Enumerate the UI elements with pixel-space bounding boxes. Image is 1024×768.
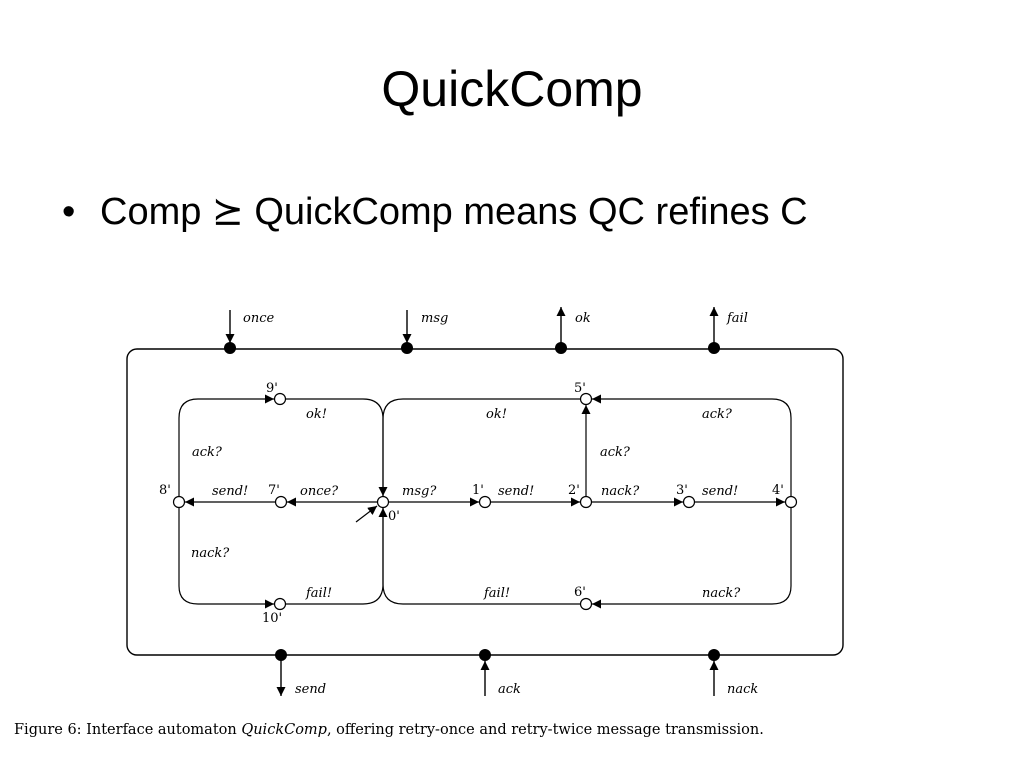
state-4-label: 4' bbox=[772, 483, 784, 498]
edge-fail-6-0 bbox=[378, 508, 580, 605]
edge-nack-8-10 bbox=[178, 508, 274, 609]
state-5-label: 5' bbox=[574, 381, 586, 396]
state-2 bbox=[579, 495, 593, 509]
state-8-label: 8' bbox=[159, 483, 171, 498]
edge-once-label: once? bbox=[300, 484, 339, 499]
edge-ok-5-0-label: ok! bbox=[486, 407, 507, 422]
state-4 bbox=[784, 495, 798, 509]
state-6-label: 6' bbox=[574, 585, 586, 600]
figure-caption: Figure 6: Interface automaton QuickComp,… bbox=[14, 722, 1014, 738]
port-send-label: send bbox=[295, 682, 326, 697]
edge-ok-9-0 bbox=[286, 398, 384, 496]
state-1-label: 1' bbox=[472, 483, 484, 498]
port-ok-label: ok bbox=[575, 311, 591, 326]
port-ack-label: ack bbox=[498, 682, 521, 697]
port-ack-dot bbox=[479, 649, 491, 661]
edge-nack-4-6 bbox=[592, 508, 792, 609]
state-9 bbox=[273, 392, 287, 406]
state-7-label: 7' bbox=[268, 483, 280, 498]
edge-fail-6-0-label: fail! bbox=[483, 586, 510, 601]
port-nack-label: nack bbox=[727, 682, 758, 697]
edge-ok-9-0-label: ok! bbox=[306, 407, 327, 422]
slide-title: QuickComp bbox=[381, 61, 643, 117]
state-6 bbox=[579, 597, 593, 611]
state-5 bbox=[579, 392, 593, 406]
edge-msg-label: msg? bbox=[402, 484, 437, 499]
state-10-label: 10' bbox=[262, 611, 282, 626]
state-9-label: 9' bbox=[266, 381, 278, 396]
port-send-dot bbox=[275, 649, 287, 661]
bullet-marker: • bbox=[62, 191, 76, 233]
state-0-label: 0' bbox=[388, 509, 400, 524]
initial-arrow bbox=[355, 505, 378, 523]
caption-automaton-name: QuickComp bbox=[241, 722, 327, 738]
state-7 bbox=[274, 495, 288, 509]
port-nack-dot bbox=[708, 649, 720, 661]
port-once-dot bbox=[224, 342, 236, 354]
port-msg-label: msg bbox=[421, 311, 448, 326]
state-1 bbox=[478, 495, 492, 509]
state-nodes bbox=[172, 392, 798, 611]
edge-fail-10-0 bbox=[286, 508, 384, 605]
edge-nack-4-6-label: nack? bbox=[702, 586, 741, 601]
edge-ack-8-9-label: ack? bbox=[192, 445, 223, 460]
edge-ack-4-5-label: ack? bbox=[702, 407, 733, 422]
edge-ack-8-9 bbox=[178, 394, 274, 496]
edge-send-1-2-label: send! bbox=[498, 484, 534, 499]
edge-ok-5-0 bbox=[378, 398, 580, 496]
edge-fail-10-0-label: fail! bbox=[305, 586, 332, 601]
port-msg-dot bbox=[401, 342, 413, 354]
state-2-label: 2' bbox=[568, 483, 580, 498]
state-10 bbox=[273, 597, 287, 611]
bullet-text: Comp ⪰ QuickComp means QC refines C bbox=[100, 191, 808, 233]
caption-prefix: Figure 6: Interface automaton bbox=[14, 722, 242, 738]
state-0 bbox=[376, 495, 390, 509]
state-3-label: 3' bbox=[676, 483, 688, 498]
edge-nack-8-10-label: nack? bbox=[191, 546, 230, 561]
edge-send-3-4-label: send! bbox=[702, 484, 738, 499]
bullet-item: • Comp ⪰ QuickComp means QC refines C bbox=[62, 190, 808, 236]
port-once-label: once bbox=[243, 311, 274, 326]
edge-ack-4-5 bbox=[592, 394, 792, 496]
state-3 bbox=[682, 495, 696, 509]
port-fail-dot bbox=[708, 342, 720, 354]
edge-nack-2-3-label: nack? bbox=[601, 484, 640, 499]
caption-suffix: , offering retry-once and retry-twice me… bbox=[326, 722, 764, 738]
port-fail-label: fail bbox=[726, 311, 748, 326]
state-8 bbox=[172, 495, 186, 509]
edge-send-7-8-label: send! bbox=[212, 484, 248, 499]
automaton-diagram: once msg ok fail send ack nack bbox=[126, 307, 844, 697]
edge-ack-2-5-label: ack? bbox=[600, 445, 631, 460]
port-ok-dot bbox=[555, 342, 567, 354]
